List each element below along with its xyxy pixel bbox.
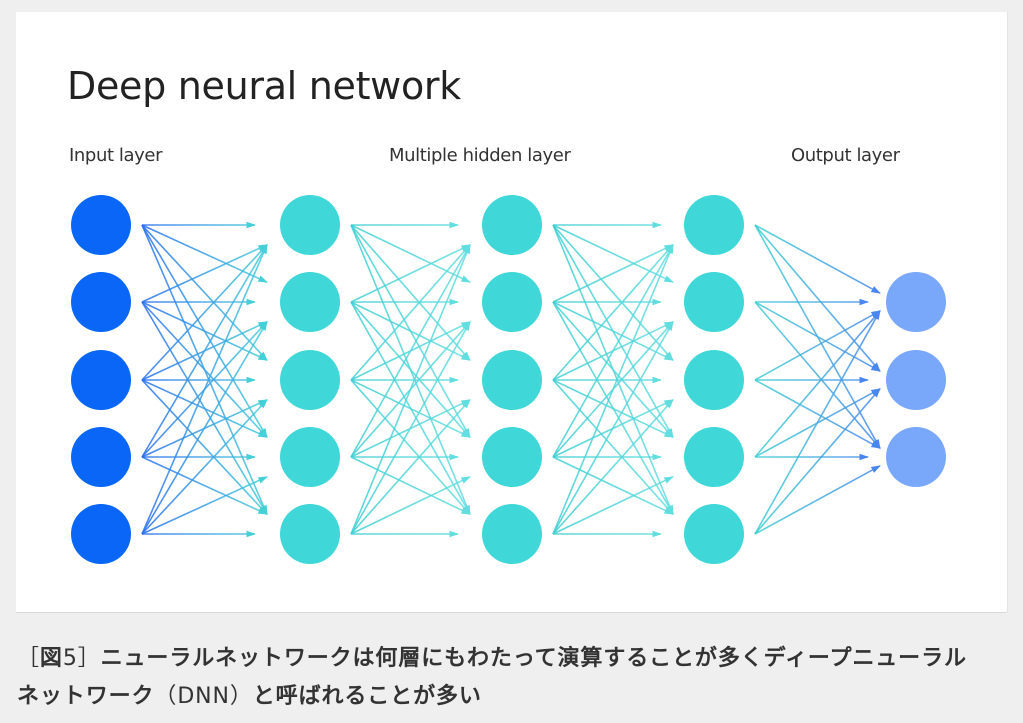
connection-edge	[552, 224, 674, 361]
caption-paren-close: ）	[229, 684, 253, 709]
connection-edge	[552, 243, 674, 458]
connection-edge	[552, 244, 674, 303]
connection-edge	[141, 301, 268, 361]
hidden-1-node	[280, 195, 340, 255]
connection-edge	[141, 224, 268, 361]
connection-edge	[141, 379, 268, 515]
hidden-1-node	[280, 272, 340, 332]
figure-title: Deep neural network	[67, 64, 461, 108]
connection-edge	[754, 309, 881, 535]
connection-edge	[754, 379, 881, 449]
input-node	[71, 195, 131, 255]
caption-text-2b: と呼ばれることが多い	[252, 684, 482, 709]
input-node	[71, 504, 131, 564]
output-node	[886, 272, 946, 332]
input-node	[71, 272, 131, 332]
connection-edge	[754, 301, 881, 449]
connection-edge	[141, 379, 268, 438]
caption-abbrev: DNN	[177, 684, 230, 709]
connection-edge	[141, 243, 268, 535]
connection-edge	[141, 244, 268, 303]
connection-edge	[350, 399, 471, 535]
hidden-2-node	[482, 195, 542, 255]
connection-edge	[350, 456, 471, 515]
connection-edge	[141, 320, 268, 535]
output-node	[886, 350, 946, 410]
caption-line-1: ［図5］ニューラルネットワークは何層にもわたって演算することが多くディープニュー…	[17, 640, 1017, 678]
hidden-1-node	[280, 504, 340, 564]
caption-figure-number: 5	[62, 646, 78, 671]
caption-figure-label: 図	[39, 646, 63, 671]
hidden-1-node	[280, 350, 340, 410]
connection-edge	[350, 379, 471, 515]
hidden-3-node	[684, 504, 744, 564]
hidden-layer-label: Multiple hidden layer	[389, 145, 571, 166]
connection-edge	[552, 243, 674, 535]
connection-edge	[350, 301, 471, 361]
hidden-2-node	[482, 272, 542, 332]
connection-edge	[552, 379, 674, 515]
connection-edge	[552, 301, 674, 361]
connection-edge	[552, 379, 674, 438]
hidden-3-node	[684, 195, 744, 255]
output-layer-label: Output layer	[791, 145, 900, 166]
connection-edge	[350, 301, 471, 438]
connection-edge	[141, 243, 268, 458]
connection-edge	[552, 476, 674, 535]
hidden-3-node	[684, 427, 744, 487]
nodes-group	[71, 195, 946, 564]
caption-bracket-open: ［	[17, 646, 40, 671]
hidden-2-node	[482, 427, 542, 487]
connection-edge	[141, 456, 268, 515]
input-layer-label: Input layer	[69, 145, 163, 166]
caption-bracket-close: ］	[77, 646, 101, 671]
caption-line-2: ネットワーク（DNN）と呼ばれることが多い	[17, 678, 1017, 716]
connection-edge	[552, 244, 674, 381]
connection-edge	[350, 224, 471, 361]
connection-edge	[350, 243, 471, 458]
connection-edge	[350, 243, 471, 535]
hidden-3-node	[684, 272, 744, 332]
connection-edge	[552, 224, 674, 283]
connection-edge	[350, 320, 471, 535]
input-node	[71, 427, 131, 487]
connection-edge	[350, 379, 471, 438]
connection-edge	[754, 301, 881, 372]
connections-group	[141, 221, 881, 538]
connection-edge	[141, 224, 268, 283]
input-node	[71, 350, 131, 410]
connection-edge	[350, 476, 471, 535]
connection-edge	[552, 399, 674, 535]
caption-paren-open: （	[154, 684, 178, 709]
connection-edge	[552, 456, 674, 515]
connection-edge	[141, 244, 268, 381]
hidden-2-node	[482, 350, 542, 410]
hidden-2-node	[482, 504, 542, 564]
caption-text-2a: ネットワーク	[17, 684, 155, 709]
connection-edge	[754, 310, 881, 381]
connection-edge	[350, 244, 471, 381]
connection-edge	[552, 301, 674, 438]
connection-edge	[350, 244, 471, 303]
connection-edge	[754, 224, 881, 294]
connection-edge	[552, 320, 674, 535]
connection-edge	[350, 224, 471, 283]
figure-caption: ［図5］ニューラルネットワークは何層にもわたって演算することが多くディープニュー…	[17, 640, 1017, 716]
connection-edge	[754, 465, 881, 535]
connection-edge	[754, 388, 881, 535]
connection-edge	[754, 224, 881, 372]
connection-edge	[754, 310, 881, 458]
caption-text-1: ニューラルネットワークは何層にもわたって演算することが多くディープニューラル	[100, 646, 967, 671]
hidden-3-node	[684, 350, 744, 410]
connection-edge	[141, 476, 268, 535]
hidden-1-node	[280, 427, 340, 487]
connection-edge	[141, 399, 268, 535]
output-node	[886, 427, 946, 487]
connection-edge	[141, 301, 268, 438]
